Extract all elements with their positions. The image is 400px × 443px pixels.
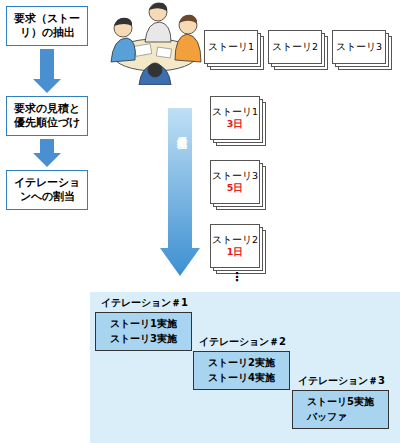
iteration-heading: イテレーション＃2	[199, 335, 290, 349]
story-card: ストーリ21日	[210, 224, 260, 268]
iteration-node: イテレーション＃2 ストーリ2実施 ストーリ4実施	[193, 335, 290, 390]
story-card: ストーリ13日	[210, 96, 260, 140]
flow-arrow	[33, 139, 61, 167]
iteration-box: ストーリ2実施 ストーリ4実施	[193, 351, 290, 390]
iteration-node: イテレーション＃3 ストーリ5実施 バッファ	[292, 374, 389, 429]
node-text: ストーリ2	[212, 234, 258, 246]
node-text: 要求（ストーリ）の抽出	[10, 12, 84, 39]
iteration-heading: イテレーション＃3	[298, 374, 389, 388]
node-text: ストーリ3	[336, 41, 382, 53]
story-card: ストーリ3	[332, 30, 386, 64]
process-box: イテレーションへの割当	[6, 170, 88, 210]
story-card: ストーリ1	[204, 30, 258, 64]
node-text: イテレーションへの割当	[10, 176, 84, 203]
iteration-content: ストーリ5実施 バッファ	[307, 395, 382, 424]
iteration-box: ストーリ1実施 ストーリ3実施	[95, 312, 192, 351]
process-box: 要求（ストーリ）の抽出	[6, 6, 88, 46]
meeting-illustration	[105, 0, 205, 85]
process-box: 要求の見積と優先順位づけ	[6, 96, 88, 136]
story-card: ストーリ35日	[210, 160, 260, 204]
iteration-content: ストーリ2実施 ストーリ4実施	[208, 356, 283, 385]
continuation-dots: ⋮	[231, 270, 243, 284]
priority-arrow	[160, 108, 200, 276]
flow-arrow	[33, 49, 61, 93]
story-card: ストーリ2	[268, 30, 322, 64]
node-text: ストーリ3	[212, 170, 258, 182]
estimate-days: 5日	[227, 182, 244, 194]
node-text: ストーリ1	[212, 106, 258, 118]
node-text: ストーリ2	[272, 41, 318, 53]
iteration-box: ストーリ5実施 バッファ	[292, 390, 389, 429]
iteration-content: ストーリ1実施 ストーリ3実施	[110, 317, 185, 346]
estimate-days: 1日	[227, 246, 244, 258]
estimate-days: 3日	[227, 118, 244, 130]
iteration-node: イテレーション＃1 ストーリ1実施 ストーリ3実施	[95, 296, 192, 351]
node-text: 要求の見積と優先順位づけ	[10, 102, 84, 129]
iteration-heading: イテレーション＃1	[101, 296, 192, 310]
priority-label: 優先順位	[174, 128, 188, 132]
node-text: ストーリ1	[208, 41, 254, 53]
